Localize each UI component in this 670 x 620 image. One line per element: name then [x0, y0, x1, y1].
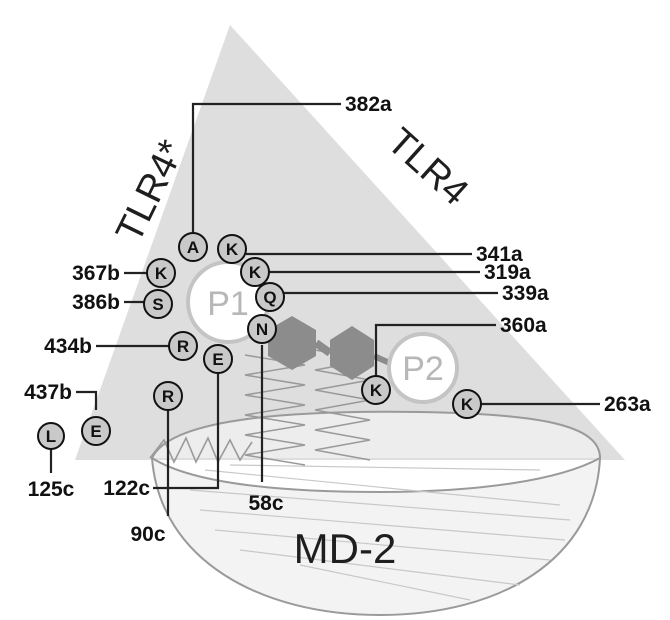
- label-437b: 437b: [24, 381, 72, 404]
- label-125c: 125c: [28, 478, 75, 501]
- residue-e-122c: E: [203, 344, 233, 374]
- residue-k-360a: K: [361, 375, 391, 405]
- svg-text:K: K: [249, 263, 262, 282]
- residue-l-125c: L: [37, 422, 65, 450]
- label-90c: 90c: [130, 523, 165, 546]
- svg-text:A: A: [187, 238, 199, 257]
- residue-k-319a: K: [240, 257, 270, 287]
- pocket-p1-label: P1: [207, 285, 249, 323]
- residue-r-90c: R: [153, 381, 183, 411]
- svg-text:E: E: [90, 422, 101, 441]
- residue-e-437b: E: [81, 416, 111, 446]
- md2-bowl: [150, 410, 602, 617]
- svg-text:K: K: [155, 264, 168, 283]
- chain-label-tlr4: TLR4: [379, 120, 476, 213]
- leader-lines: [49, 102, 600, 516]
- residue-markers: A K K K Q S N R: [37, 232, 482, 450]
- svg-text:R: R: [177, 337, 189, 356]
- svg-text:K: K: [226, 240, 239, 259]
- svg-text:K: K: [461, 395, 474, 414]
- pocket-p2: P2: [387, 332, 459, 404]
- residue-a: A: [178, 232, 208, 262]
- residue-k-263a: K: [452, 389, 482, 419]
- svg-text:N: N: [256, 320, 268, 339]
- chain-label-md2: MD-2: [294, 525, 397, 572]
- label-360a: 360a: [500, 314, 547, 337]
- label-122c: 122c: [103, 477, 150, 500]
- svg-text:R: R: [162, 387, 174, 406]
- label-339a: 339a: [502, 282, 549, 305]
- svg-text:Q: Q: [263, 288, 276, 307]
- svg-text:S: S: [152, 295, 163, 314]
- label-434b: 434b: [44, 335, 92, 358]
- svg-text:L: L: [46, 427, 56, 446]
- label-382a: 382a: [345, 93, 392, 116]
- label-341a: 341a: [476, 243, 523, 266]
- label-367b: 367b: [72, 262, 120, 285]
- residue-r-434b: R: [168, 331, 198, 361]
- label-319a: 319a: [484, 261, 531, 284]
- residue-k-367b: K: [146, 258, 176, 288]
- svg-text:K: K: [370, 381, 383, 400]
- ligand: [268, 316, 394, 380]
- label-263a: 263a: [604, 393, 651, 416]
- position-labels: 382a 341a 319a 339a 360a 263a 367b 386b …: [24, 93, 651, 546]
- residue-q-339a: Q: [255, 282, 285, 312]
- label-58c: 58c: [248, 492, 283, 515]
- label-386b: 386b: [72, 291, 120, 314]
- svg-text:E: E: [212, 350, 223, 369]
- residue-k-341a: K: [217, 234, 247, 264]
- residue-s-386b: S: [143, 289, 173, 319]
- pocket-p2-label: P2: [402, 350, 444, 388]
- residue-n-58c: N: [247, 314, 277, 344]
